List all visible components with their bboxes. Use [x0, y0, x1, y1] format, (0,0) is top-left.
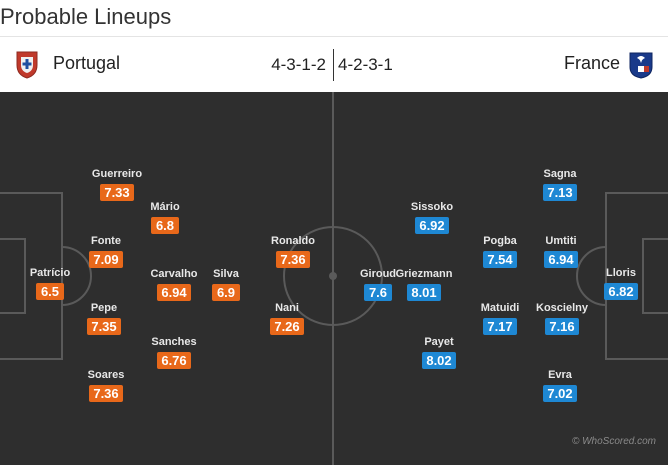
player-name: Carvalho: [150, 268, 198, 280]
player-name: Sissoko: [410, 201, 454, 213]
player-pepe[interactable]: Pepe 7.35: [84, 301, 124, 336]
player-name: Guerreiro: [91, 168, 143, 180]
player-sagna[interactable]: Sagna 7.13: [540, 167, 580, 202]
player-rating: 7.09: [89, 251, 123, 268]
player-pogba[interactable]: Pogba 7.54: [478, 234, 522, 269]
pitch: Patrício 6.5 Guerreiro 7.33 Fonte 7.09 P…: [0, 92, 668, 465]
home-formation: 4-3-1-2: [271, 55, 326, 74]
player-giroud[interactable]: Giroud 7.6: [355, 267, 401, 302]
player-name: Sanches: [151, 336, 197, 348]
player-name: Pogba: [483, 235, 517, 247]
away-team-name: France: [563, 53, 620, 73]
player-rating: 6.94: [157, 284, 191, 301]
player-sissoko[interactable]: Sissoko 6.92: [406, 200, 458, 235]
player-name: Giroud: [359, 268, 397, 280]
player-rating: 7.26: [270, 318, 304, 335]
player-ronaldo[interactable]: Ronaldo 7.36: [266, 234, 320, 269]
player-rating: 7.02: [543, 385, 577, 402]
player-payet[interactable]: Payet 8.02: [416, 335, 462, 370]
watermark: © WhoScored.com: [571, 436, 656, 447]
player-nani[interactable]: Nani 7.26: [268, 301, 306, 336]
player-name: Silva: [213, 268, 239, 280]
france-crest-icon: [629, 52, 653, 79]
player-rating: 8.01: [407, 284, 441, 301]
player-matuidi[interactable]: Matuidi 7.17: [472, 301, 528, 336]
player-fonte[interactable]: Fonte 7.09: [84, 234, 128, 269]
player-rating: 6.5: [36, 283, 64, 300]
player-carvalho[interactable]: Carvalho 6.94: [145, 267, 203, 302]
player-rating: 6.8: [151, 217, 179, 234]
player-name: Koscielny: [536, 302, 588, 314]
player-rating: 7.16: [545, 318, 579, 335]
player-name: Nani: [275, 302, 299, 314]
player-mario[interactable]: Mário 6.8: [145, 200, 185, 235]
player-rating: 7.36: [276, 251, 310, 268]
player-rating: 7.6: [364, 284, 392, 301]
player-name: Evra: [548, 369, 572, 381]
player-name: Soares: [87, 369, 125, 381]
player-rating: 6.76: [157, 352, 191, 369]
formation-divider: [333, 49, 334, 81]
player-patricio[interactable]: Patrício 6.5: [26, 266, 74, 301]
player-name: Umtiti: [545, 235, 577, 247]
player-name: Sagna: [543, 168, 577, 180]
player-rating: 7.35: [87, 318, 121, 335]
player-rating: 7.36: [89, 385, 123, 402]
player-soares[interactable]: Soares 7.36: [84, 368, 128, 403]
player-name: Mário: [150, 201, 180, 213]
player-name: Patrício: [29, 267, 71, 279]
player-rating: 7.17: [483, 318, 517, 335]
player-name: Fonte: [91, 235, 121, 247]
home-team-name: Portugal: [53, 53, 121, 73]
player-name: Ronaldo: [271, 235, 315, 247]
player-evra[interactable]: Evra 7.02: [540, 368, 580, 403]
player-rating: 7.33: [100, 184, 134, 201]
player-rating: 7.54: [483, 251, 517, 268]
player-sanches[interactable]: Sanches 6.76: [145, 335, 203, 370]
title-bar: Probable Lineups: [0, 0, 668, 36]
player-silva[interactable]: Silva 6.9: [208, 267, 244, 302]
player-name: Matuidi: [480, 302, 520, 314]
player-rating: 6.9: [212, 284, 240, 301]
player-name: Pepe: [90, 302, 118, 314]
player-griezmann[interactable]: Griezmann 8.01: [392, 267, 456, 302]
player-rating: 8.02: [422, 352, 456, 369]
player-rating: 6.82: [604, 283, 638, 300]
player-umtiti[interactable]: Umtiti 6.94: [540, 234, 582, 269]
away-formation: 4-2-3-1: [338, 55, 393, 74]
player-rating: 6.94: [544, 251, 578, 268]
page-title: Probable Lineups: [0, 4, 172, 29]
teams-header: Portugal 4-3-1-2 4-2-3-1 France: [0, 36, 668, 92]
player-lloris[interactable]: Lloris 6.82: [601, 266, 641, 301]
player-name: Payet: [424, 336, 454, 348]
player-koscielny[interactable]: Koscielny 7.16: [534, 301, 590, 336]
player-name: Griezmann: [395, 268, 453, 280]
pitch-lines: [0, 92, 668, 465]
portugal-crest-icon: [16, 51, 38, 79]
player-name: Lloris: [606, 267, 636, 279]
player-rating: 6.92: [415, 217, 449, 234]
player-guerreiro[interactable]: Guerreiro 7.33: [84, 167, 150, 202]
player-rating: 7.13: [543, 184, 577, 201]
